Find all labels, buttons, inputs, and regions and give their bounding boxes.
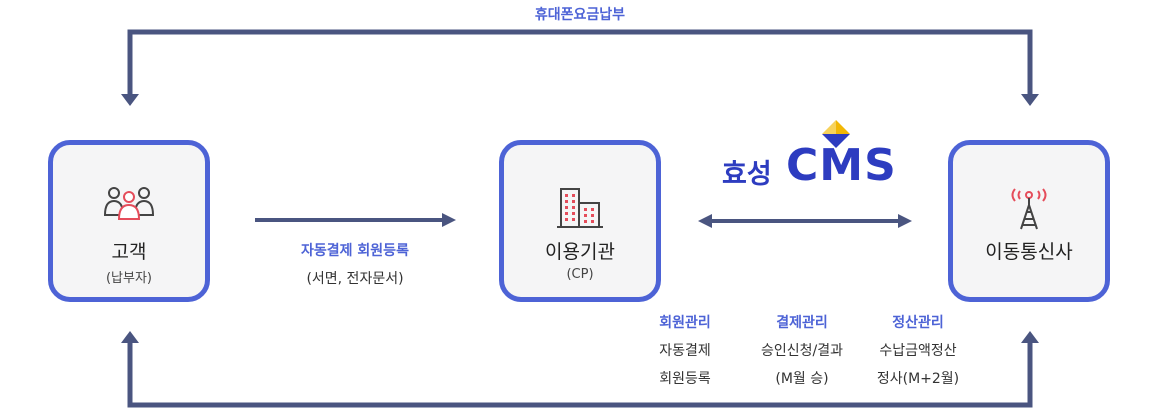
bottom-loop-line [127, 342, 1033, 408]
service-column-settlement: 정산관리 수납금액정산 정사(M+2월) [858, 309, 978, 393]
institution-node: 이용기관 (CP) [499, 140, 661, 302]
customer-title: 고객 [111, 241, 147, 263]
registration-sublabel: (서면, 전자문서) [306, 271, 404, 287]
top-flow-label: 휴대폰요금납부 [534, 7, 626, 23]
service-line: 회원등록 [659, 371, 711, 387]
antenna-tower-icon [953, 185, 1105, 230]
service-line: 수납금액정산 [879, 343, 957, 359]
bottom-right-arrowhead [1021, 331, 1039, 343]
institution-carrier-right-arrowhead [898, 214, 912, 228]
service-line: 정사(M+2월) [876, 371, 960, 387]
service-line: 승인신청/결과 [761, 343, 843, 359]
service-column-membership: 회원관리 자동결제 회원등록 [625, 309, 745, 393]
service-heading: 결제관리 [776, 315, 828, 331]
service-line: 자동결제 [659, 343, 711, 359]
top-left-arrowhead [121, 94, 139, 106]
registration-label: 자동결제 회원등록 [301, 243, 409, 259]
carrier-node: 이동통신사 [948, 140, 1110, 302]
logo-mark-icon [822, 120, 850, 148]
logo-korean-text: 효성 [722, 159, 772, 190]
top-right-arrowhead [1021, 94, 1039, 106]
hyosung-cms-logo: 효성 CMS [718, 118, 896, 196]
service-heading: 회원관리 [659, 315, 711, 331]
customer-node: 고객 (납부자) [48, 140, 210, 302]
bottom-left-arrowhead [121, 331, 139, 343]
people-icon [53, 185, 205, 225]
service-line: (M월 승) [775, 371, 829, 387]
institution-title: 이용기관 [545, 241, 615, 263]
service-heading: 정산관리 [892, 315, 944, 331]
carrier-title: 이동통신사 [985, 241, 1073, 263]
customer-subtitle: (납부자) [105, 271, 153, 286]
logo-english-text: CMS [786, 140, 897, 191]
top-loop-line [127, 29, 1033, 102]
customer-to-institution-arrowhead [442, 213, 456, 227]
institution-subtitle: (CP) [566, 267, 594, 282]
institution-carrier-left-arrowhead [698, 214, 712, 228]
building-icon [504, 185, 656, 228]
service-column-payment: 결제관리 승인신청/결과 (M월 승) [742, 309, 862, 393]
